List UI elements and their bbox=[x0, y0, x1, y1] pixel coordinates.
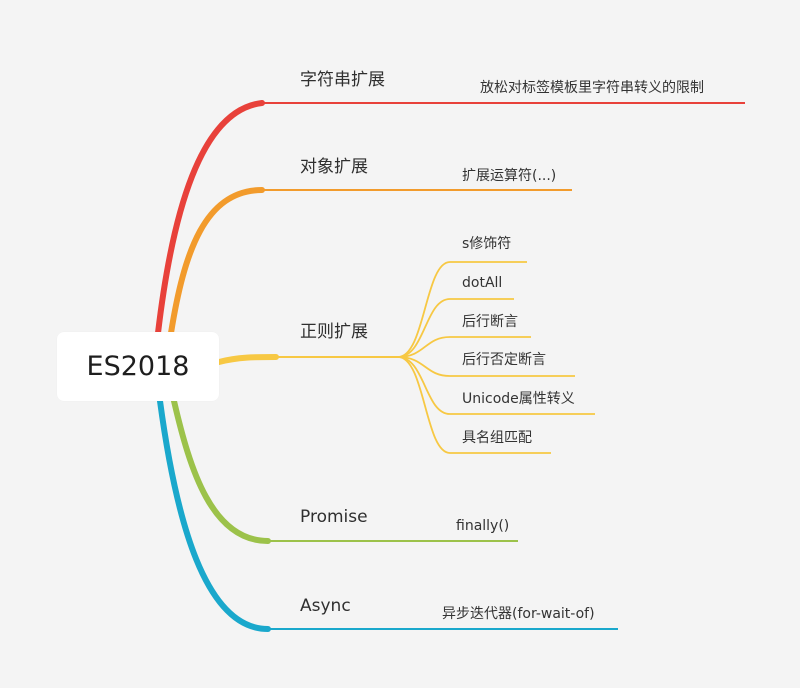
subtopic-async-iterator[interactable]: 异步迭代器(for-wait-of) bbox=[442, 606, 595, 622]
subtopic-finally[interactable]: finally() bbox=[456, 518, 510, 534]
branch-promise-label[interactable]: Promise bbox=[300, 507, 368, 527]
branch-object-connector bbox=[168, 187, 265, 336]
branch-regex-label[interactable]: 正则扩展 bbox=[300, 322, 368, 342]
subtopic-unicode-property-escape[interactable]: Unicode属性转义 bbox=[462, 391, 575, 407]
subtopic-dotall[interactable]: dotAll bbox=[462, 275, 503, 291]
branch-regex-connector bbox=[216, 354, 279, 365]
branch-async-label[interactable]: Async bbox=[300, 596, 351, 616]
subtopic-lookbehind[interactable]: 后行断言 bbox=[462, 314, 518, 330]
branch-async-connector bbox=[157, 398, 271, 632]
branch-string-label[interactable]: 字符串扩展 bbox=[300, 70, 385, 90]
root-topic-label: ES2018 bbox=[86, 351, 190, 382]
subtopic-named-groups[interactable]: 具名组匹配 bbox=[462, 430, 532, 446]
root-topic[interactable]: ES2018 bbox=[57, 332, 219, 401]
regex-child-connectors bbox=[397, 261, 595, 454]
subtopic-template-escape[interactable]: 放松对标签模板里字符串转义的限制 bbox=[480, 80, 704, 96]
subtopic-s-flag[interactable]: s修饰符 bbox=[462, 236, 512, 252]
subtopic-spread-operator[interactable]: 扩展运算符(...) bbox=[462, 168, 557, 184]
branch-object-label[interactable]: 对象扩展 bbox=[300, 157, 368, 177]
subtopic-negative-lookbehind[interactable]: 后行否定断言 bbox=[462, 352, 546, 368]
branch-promise-connector bbox=[171, 398, 271, 544]
branch-string-connector bbox=[155, 100, 265, 336]
